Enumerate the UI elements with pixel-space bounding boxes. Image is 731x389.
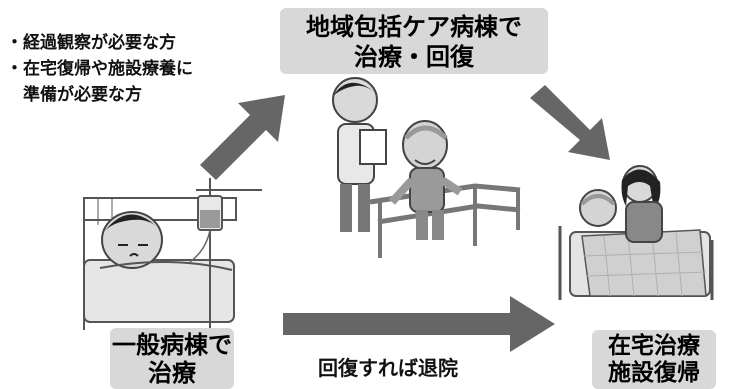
general-ward-line2: 治療 — [148, 359, 196, 387]
home-care-box: 在宅治療 施設復帰 — [592, 330, 716, 389]
criteria-notes: ・経過観察が必要な方 ・在宅復帰や施設療養に 準備が必要な方 — [6, 30, 193, 108]
rehab-illustration — [332, 77, 521, 258]
community-care-ward-box: 地域包括ケア病棟で 治療・回復 — [280, 8, 548, 74]
criteria-note-2: ・在宅復帰や施設療養に — [6, 59, 193, 79]
criteria-note-1: ・経過観察が必要な方 — [6, 33, 176, 53]
discharge-label: 回復すれば退院 — [318, 356, 458, 380]
general-ward-line1: 一般病棟で — [112, 331, 232, 359]
home-care-line1: 在宅治療 — [608, 333, 700, 359]
criteria-note-3: 準備が必要な方 — [6, 85, 142, 105]
home-care-illustration — [558, 165, 714, 300]
home-care-line2: 施設復帰 — [608, 360, 700, 386]
general-ward-box: 一般病棟で 治療 — [110, 328, 234, 389]
arrow-up-right — [200, 95, 285, 180]
arrow-down-right — [530, 85, 610, 160]
community-care-ward-line1: 地域包括ケア病棟で — [306, 13, 522, 41]
bed-patient-illustration — [83, 178, 262, 330]
arrow-right — [283, 296, 555, 352]
community-care-ward-line2: 治療・回復 — [354, 43, 474, 71]
